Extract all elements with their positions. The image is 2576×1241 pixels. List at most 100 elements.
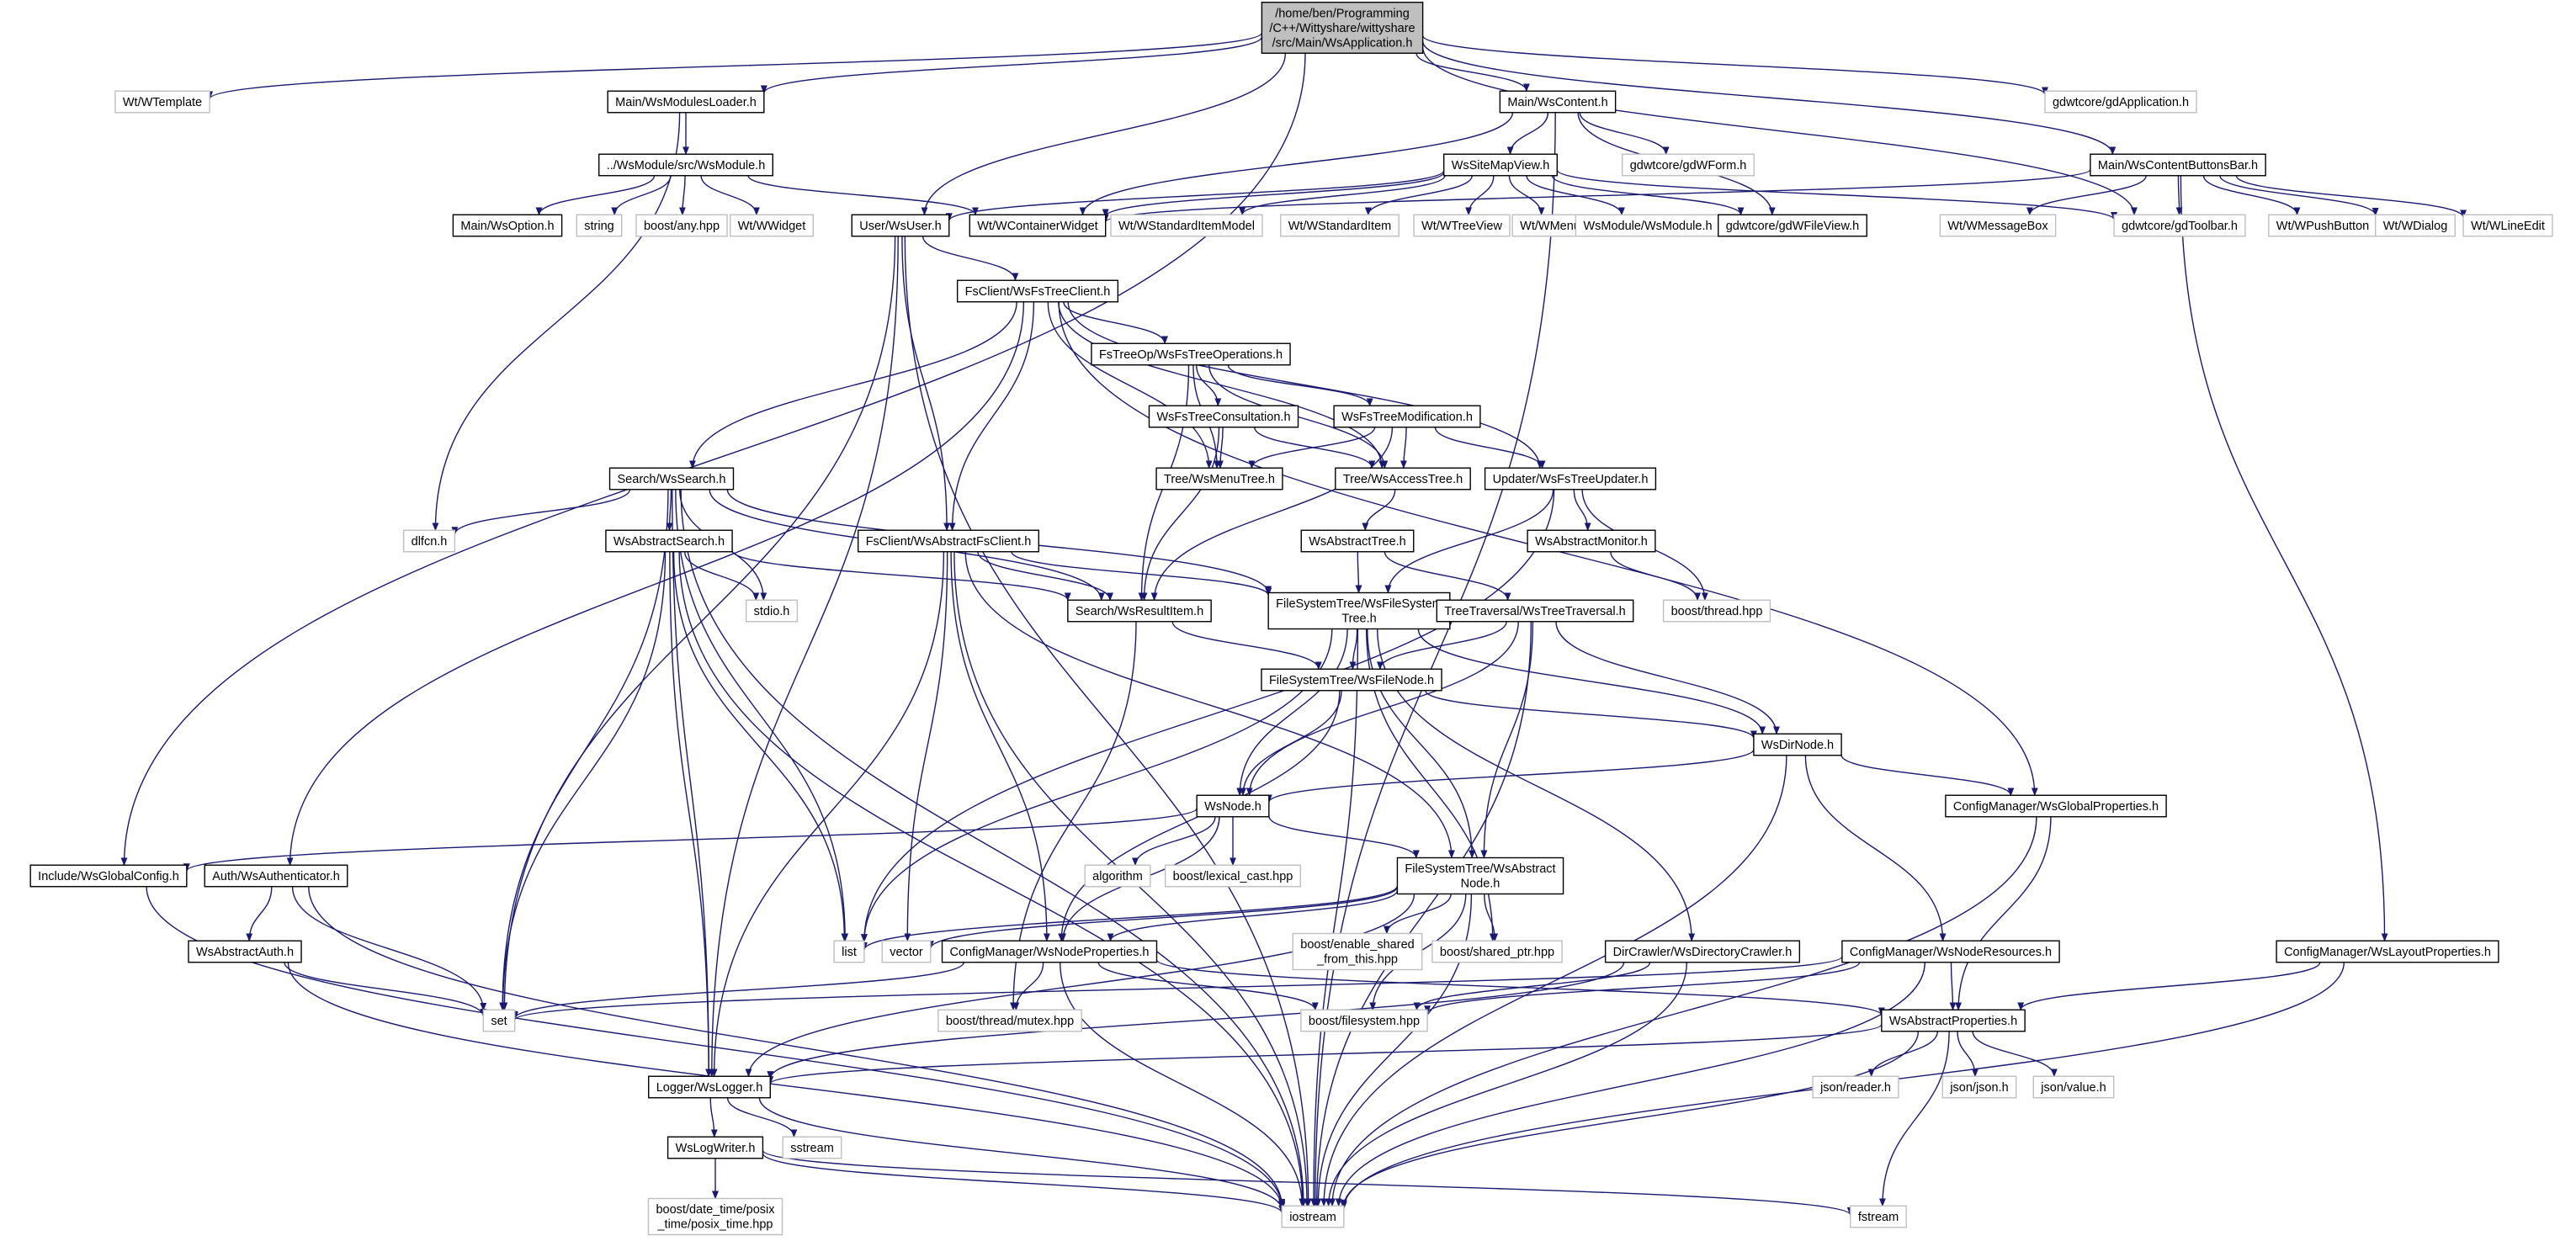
node-posixtime[interactable]: boost/date_time/posix_time/posix_time.hp… (647, 1197, 783, 1236)
node-logwriter[interactable]: WsLogWriter.h (667, 1136, 764, 1159)
node-mutex[interactable]: boost/thread/mutex.hpp (937, 1009, 1082, 1032)
node-gdwfileview[interactable]: gdwtcore/gdWFileView.h (1718, 214, 1867, 237)
node-boostany[interactable]: boost/any.hpp (635, 214, 728, 237)
node-set[interactable]: set (482, 1009, 516, 1032)
edge-wsmodule-to-wsoption (535, 175, 656, 216)
node-label: /home/ben/Programming (1275, 7, 1410, 20)
edge-wssearch-to-abstractsearch (666, 489, 673, 532)
node-wsaccesstree[interactable]: Tree/WsAccessTree.h (1335, 467, 1471, 491)
node-modulesloader[interactable]: Main/WsModulesLoader.h (607, 90, 765, 114)
node-fstreemodification[interactable]: WsFsTreeModification.h (1333, 405, 1481, 428)
edge-wsmodule-to-wwidget (700, 175, 760, 216)
node-wpushbutton[interactable]: Wt/WPushButton (2268, 214, 2377, 237)
node-sstream[interactable]: sstream (782, 1136, 842, 1159)
node-wsmoduleh[interactable]: WsModule/WsModule.h (1575, 214, 1721, 237)
node-wslogger[interactable]: Logger/WsLogger.h (648, 1075, 771, 1099)
node-fstreeconsultation[interactable]: WsFsTreeConsultation.h (1148, 405, 1299, 428)
node-globalconfig[interactable]: Include/WsGlobalConfig.h (29, 864, 188, 888)
node-wstandarditem[interactable]: Wt/WStandardItem (1280, 214, 1400, 237)
node-nodeproperties[interactable]: ConfigManager/WsNodeProperties.h (941, 940, 1158, 963)
edge-abstractnode-to-sharedptr (1484, 894, 1499, 942)
node-abstractfsclient[interactable]: FsClient/WsAbstractFsClient.h (857, 529, 1040, 553)
node-box (2044, 90, 2197, 114)
node-wwidget[interactable]: Wt/WWidget (730, 214, 814, 237)
edge-globalproperties-to-iostream (1329, 816, 2037, 1207)
node-wtreeview[interactable]: Wt/WTreeView (1413, 214, 1511, 237)
edge-nodeproperties-to-iostream (1060, 962, 1306, 1207)
node-contentbuttonsbar[interactable]: Main/WsContentButtonsBar.h (2090, 153, 2266, 177)
node-globalproperties[interactable]: ConfigManager/WsGlobalProperties.h (1945, 794, 2167, 818)
node-jsonjson[interactable]: json/json.h (1941, 1075, 2017, 1099)
node-wssearch[interactable]: Search/WsSearch.h (608, 467, 735, 491)
node-list[interactable]: list (833, 940, 865, 963)
node-resultitem[interactable]: Search/WsResultItem.h (1067, 599, 1212, 623)
node-jsonvalue[interactable]: json/value.h (2032, 1075, 2115, 1099)
node-gdtoolbar[interactable]: gdwtcore/gdToolbar.h (2113, 214, 2246, 237)
node-fstream[interactable]: fstream (1850, 1205, 1907, 1228)
node-gdwform[interactable]: gdwtcore/gdWForm.h (1621, 153, 1755, 177)
node-sharedptr[interactable]: boost/shared_ptr.hpp (1431, 940, 1563, 963)
node-abstractproperties[interactable]: WsAbstractProperties.h (1881, 1009, 2026, 1032)
node-abstracttree[interactable]: WsAbstractTree.h (1300, 529, 1415, 553)
node-wmessagebox[interactable]: Wt/WMessageBox (1939, 214, 2057, 237)
node-abstractmonitor[interactable]: WsAbstractMonitor.h (1527, 529, 1656, 553)
node-wsoption[interactable]: Main/WsOption.h (452, 214, 563, 237)
node-wsdirnode[interactable]: WsDirNode.h (1753, 733, 1842, 756)
node-box (1084, 864, 1151, 888)
edge-layoutproperties-to-abstractproperties (2017, 962, 2321, 1011)
node-string[interactable]: string (576, 214, 623, 237)
node-fstreeclient[interactable]: FsClient/WsFsTreeClient.h (956, 279, 1119, 303)
node-wlineedit[interactable]: Wt/WLineEdit (2462, 214, 2553, 237)
node-wsfilenode[interactable]: FileSystemTree/WsFileNode.h (1261, 668, 1442, 692)
node-fstreeoperations[interactable]: FsTreeOp/WsFsTreeOperations.h (1091, 342, 1291, 366)
node-authenticator[interactable]: Auth/WsAuthenticator.h (204, 864, 348, 888)
edge-contentbuttonsbar-to-wmessagebox (2026, 175, 2147, 216)
node-wstandarditemmodel[interactable]: Wt/WStandardItemModel (1110, 214, 1263, 237)
node-noderesources[interactable]: ConfigManager/WsNodeResources.h (1841, 940, 2060, 963)
node-label: Wt/WMessageBox (1947, 220, 2048, 233)
node-label: iostream (1289, 1211, 1336, 1224)
node-abstractsearch[interactable]: WsAbstractSearch.h (605, 529, 733, 553)
node-wsmenutree[interactable]: Tree/WsMenuTree.h (1155, 467, 1283, 491)
node-directorycrawler[interactable]: DirCrawler/WsDirectoryCrawler.h (1604, 940, 1801, 963)
node-treetraversal[interactable]: TreeTraversal/WsTreeTraversal.h (1436, 599, 1634, 623)
node-wsnode[interactable]: WsNode.h (1196, 794, 1270, 818)
node-fstreeupdater[interactable]: Updater/WsFsTreeUpdater.h (1484, 467, 1657, 491)
node-wcontainerwidget[interactable]: Wt/WContainerWidget (969, 214, 1107, 237)
node-label: WsDirNode.h (1761, 739, 1834, 752)
node-label: FsTreeOp/WsFsTreeOperations.h (1099, 348, 1283, 362)
node-abstractauth[interactable]: WsAbstractAuth.h (188, 940, 302, 963)
node-wtemplate[interactable]: Wt/WTemplate (114, 90, 210, 114)
node-wscontent[interactable]: Main/WsContent.h (1499, 90, 1617, 114)
node-iostream[interactable]: iostream (1281, 1205, 1345, 1228)
edge-abstractauth-to-set (284, 962, 487, 1017)
node-boostthread[interactable]: boost/thread.hpp (1662, 599, 1771, 623)
node-sitemapview[interactable]: WsSiteMapView.h (1443, 153, 1558, 177)
node-label: FileSystemTree/WsFileSystem (1276, 597, 1442, 611)
node-wdialog[interactable]: Wt/WDialog (2375, 214, 2456, 237)
node-vector[interactable]: vector (881, 940, 932, 963)
edge-abstractsearch-to-list (672, 551, 848, 942)
node-label: vector (890, 946, 923, 959)
node-wsuser[interactable]: User/WsUser.h (851, 214, 950, 237)
edge-root-to-wsuser (921, 53, 1287, 216)
node-stdio[interactable]: stdio.h (745, 599, 799, 623)
edge-authenticator-to-abstractauth (246, 886, 273, 942)
node-gdapplication[interactable]: gdwtcore/gdApplication.h (2044, 90, 2197, 114)
edge-sitemapview-to-wstandarditemmodel (1239, 175, 1446, 216)
node-root[interactable]: /home/ben/Programming/C++/Wittyshare/wit… (1261, 2, 1424, 54)
node-jsonreader[interactable]: json/reader.h (1812, 1075, 1899, 1099)
node-wsmodule[interactable]: ../WsModule/src/WsModule.h (598, 153, 773, 177)
node-enableshared[interactable]: boost/enable_shared_from_this.hpp (1292, 932, 1423, 971)
node-layoutproperties[interactable]: ConfigManager/WsLayoutProperties.h (2276, 940, 2499, 963)
node-algorithm[interactable]: algorithm (1084, 864, 1151, 888)
node-dlfcn[interactable]: dlfcn.h (402, 529, 456, 553)
node-lexicalcast[interactable]: boost/lexical_cast.hpp (1164, 864, 1302, 888)
node-box (833, 940, 865, 963)
node-filesystem[interactable]: boost/filesystem.hpp (1300, 1009, 1428, 1032)
edge-abstractnode-to-list (861, 885, 1399, 951)
node-box (1443, 153, 1558, 177)
edge-wsuser-to-abstractfsclient (901, 236, 951, 532)
